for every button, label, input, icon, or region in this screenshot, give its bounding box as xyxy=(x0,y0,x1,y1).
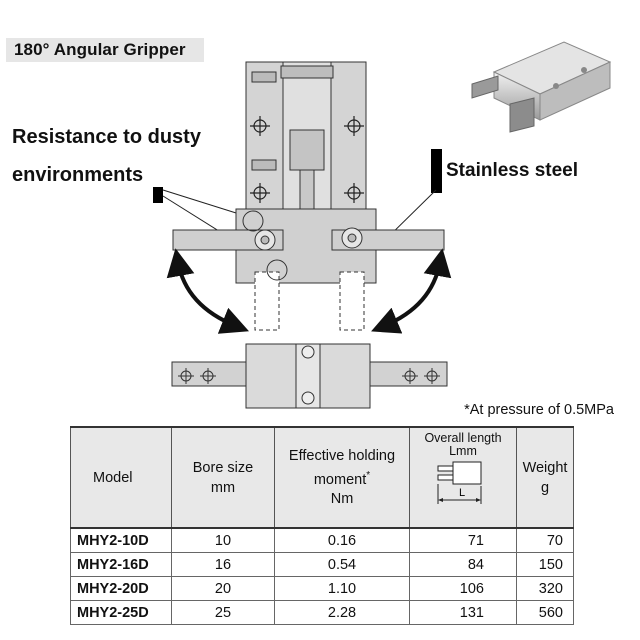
cell-model: MHY2-10D xyxy=(70,527,172,553)
dust-resistance-callout: Resistance to dusty environments xyxy=(12,118,242,194)
length-dim-label: L xyxy=(459,487,465,499)
cell-bore: 25 xyxy=(171,600,275,625)
header-bore: Bore size mm xyxy=(171,426,275,529)
cell-moment: 2.28 xyxy=(274,600,410,625)
table-row: MHY2-10D 10 0.16 71 70 xyxy=(70,527,574,553)
cell-weight: 560 xyxy=(516,600,574,625)
open-position-view xyxy=(171,343,448,409)
cell-bore: 16 xyxy=(171,552,275,577)
pressure-footnote: *At pressure of 0.5MPa xyxy=(464,402,614,418)
header-weight: Weight g xyxy=(516,426,574,529)
cell-weight: 70 xyxy=(516,527,574,553)
cell-length: 71 xyxy=(409,527,517,553)
stainless-steel-callout: Stainless steel xyxy=(446,160,579,181)
header-overall-length: Overall length Lmm L xyxy=(409,426,517,529)
specification-table: Model Bore size mm Effective holding mom… xyxy=(70,426,574,625)
dust-callout-line1: Resistance to dusty xyxy=(12,126,201,148)
cell-model: MHY2-16D xyxy=(70,552,172,577)
header-moment: Effective holding moment* Nm xyxy=(274,426,410,529)
table-row: MHY2-20D 20 1.10 106 320 xyxy=(70,576,574,601)
cell-moment: 0.16 xyxy=(274,527,410,553)
header-bore-unit: mm xyxy=(210,479,236,496)
cell-length: 106 xyxy=(409,576,517,601)
header-model: Model xyxy=(70,426,172,529)
header-length-line1: Overall length xyxy=(424,430,502,445)
callout-marker-right xyxy=(431,149,442,193)
title-band xyxy=(6,38,204,62)
cell-model: MHY2-20D xyxy=(70,576,172,601)
cell-length: 131 xyxy=(409,600,517,625)
table-row: MHY2-25D 25 2.28 131 560 xyxy=(70,600,574,625)
table-header-row: Model Bore size mm Effective holding mom… xyxy=(70,426,574,529)
cell-moment: 1.10 xyxy=(274,576,410,601)
header-weight-unit: g xyxy=(540,479,550,496)
cell-length: 84 xyxy=(409,552,517,577)
cell-bore: 10 xyxy=(171,527,275,553)
dust-callout-line2: environments xyxy=(12,164,144,186)
cell-weight: 320 xyxy=(516,576,574,601)
overall-length-diagram: L xyxy=(437,461,482,504)
gripper-technical-drawing xyxy=(162,61,452,409)
cell-model: MHY2-25D xyxy=(70,600,172,625)
header-length-unit: Lmm xyxy=(449,443,477,458)
mounting-holes xyxy=(250,116,364,203)
gripper-body xyxy=(245,61,367,213)
product-photo xyxy=(471,41,612,133)
header-moment-line2: moment* xyxy=(313,469,371,488)
header-moment-unit: Nm xyxy=(330,491,354,508)
gripper-jaws xyxy=(172,208,445,331)
cell-moment: 0.54 xyxy=(274,552,410,577)
cell-bore: 20 xyxy=(171,576,275,601)
header-moment-line1: Effective holding xyxy=(288,447,396,464)
page-title: 180° Angular Gripper xyxy=(14,40,186,59)
header-bore-line1: Bore size xyxy=(192,459,254,476)
table-row: MHY2-16D 16 0.54 84 150 xyxy=(70,552,574,577)
cell-weight: 150 xyxy=(516,552,574,577)
header-weight-line1: Weight xyxy=(522,459,568,476)
callout-marker-left xyxy=(153,187,163,203)
rotation-arrows xyxy=(166,248,452,334)
